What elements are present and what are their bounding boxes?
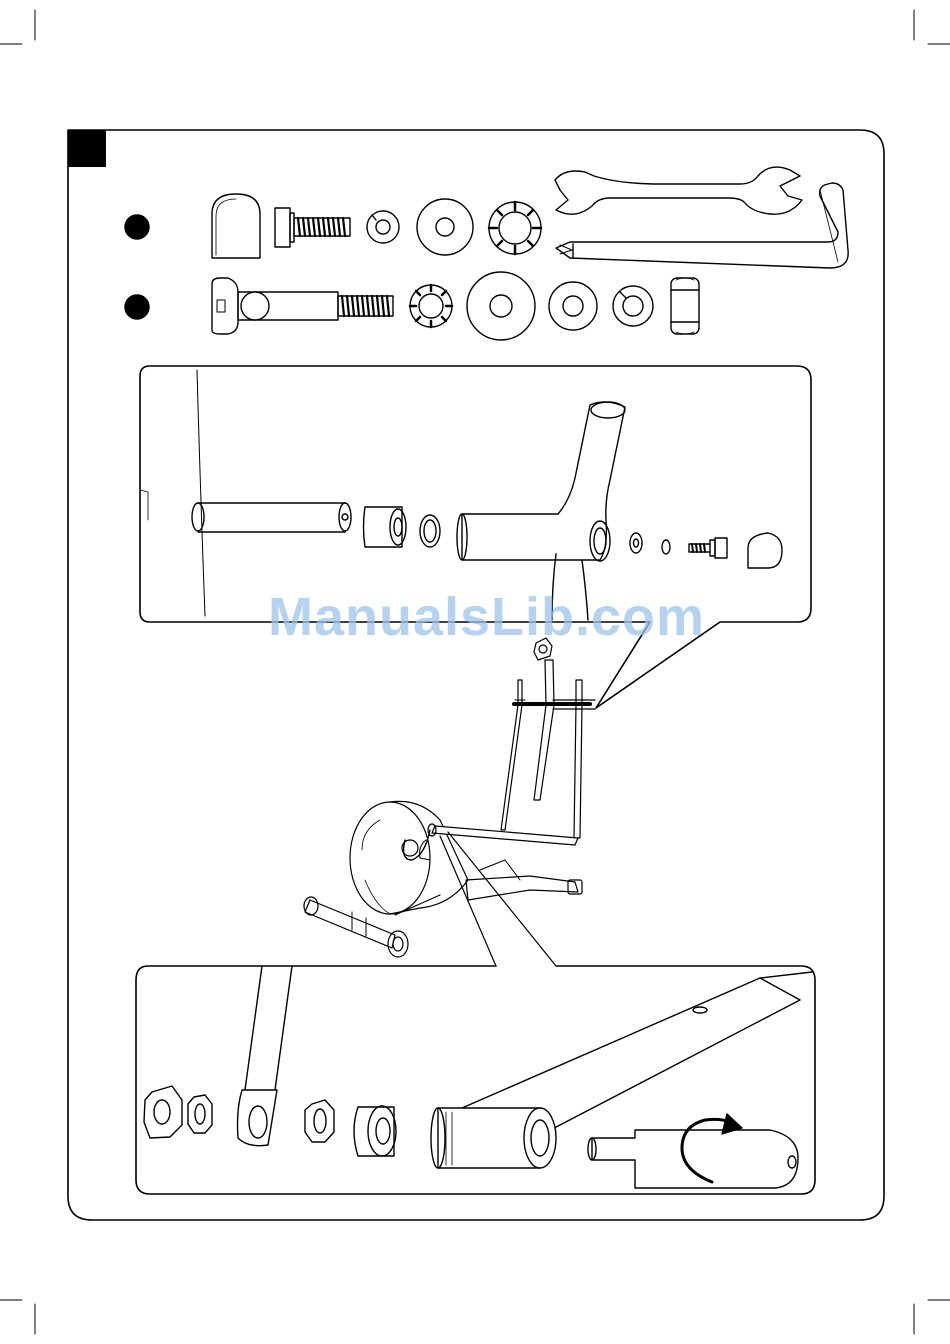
step-number-box (68, 130, 106, 167)
open-end-wrench-icon (555, 167, 802, 214)
large-washer-icon (467, 272, 535, 340)
carriage-bolt-icon (212, 278, 393, 334)
flat-washer-icon (549, 282, 597, 330)
hardware-set-2 (212, 272, 699, 340)
bushing-nut-icon (410, 285, 452, 327)
spring-washer-icon (613, 286, 653, 326)
hardware-set-2-marker (125, 295, 149, 319)
watermark: ManualsLib.com (268, 586, 705, 648)
end-cap-icon (212, 194, 260, 258)
handlebar-assembly-detail (140, 366, 811, 708)
allen-key-screwdriver-icon (556, 183, 848, 268)
bushing-nut-icon (489, 202, 541, 254)
pedal-arm-assembly-detail (136, 966, 815, 1194)
hardware-set-1-marker (125, 215, 149, 239)
hardware-set-1 (212, 194, 541, 258)
spring-washer-icon (367, 211, 399, 243)
flange-bolt-icon (275, 208, 350, 247)
elliptical-trainer-overview (304, 638, 595, 966)
lock-nut-icon (671, 278, 699, 334)
flat-washer-icon (417, 199, 473, 255)
